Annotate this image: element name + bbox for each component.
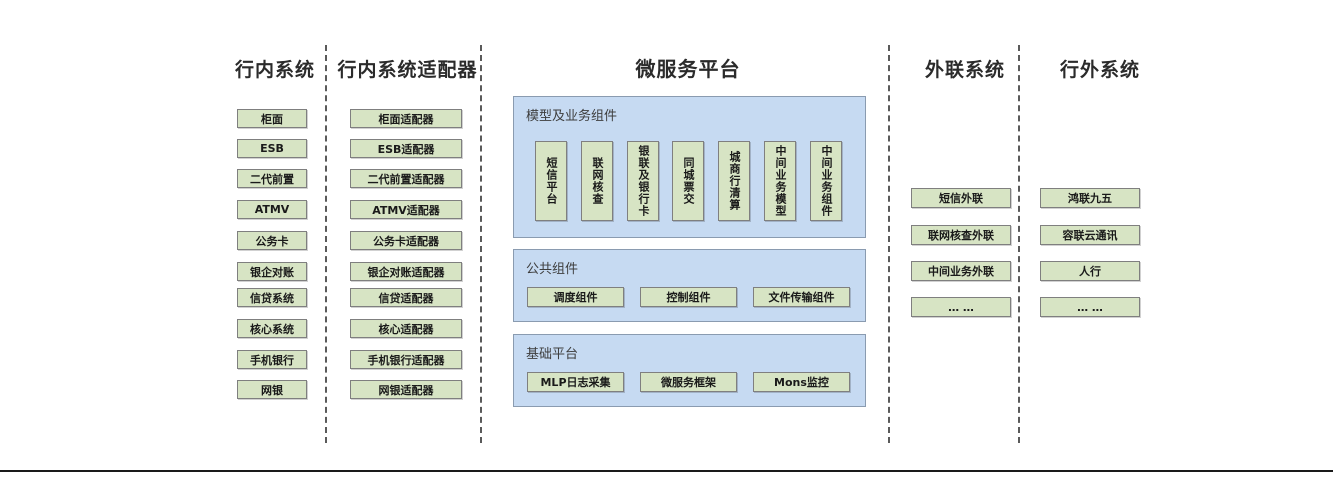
node-outside-bank-system[interactable]: 容联云通讯 [1040, 225, 1140, 245]
node-model-component[interactable]: 短信平台 [535, 141, 567, 221]
node-public-component[interactable]: 调度组件 [527, 287, 624, 307]
node-internal-system[interactable]: 二代前置 [237, 169, 307, 188]
node-internal-system[interactable]: 手机银行 [237, 350, 307, 369]
node-internal-system-adapter[interactable]: 公务卡适配器 [350, 231, 462, 250]
node-external-link-system[interactable]: 中间业务外联 [911, 261, 1011, 281]
bottom-divider [0, 470, 1333, 472]
panel-title-public-components: 公共组件 [526, 262, 579, 277]
node-internal-system-adapter[interactable]: 柜面适配器 [350, 109, 462, 128]
node-internal-system-adapter[interactable]: 信贷适配器 [350, 288, 462, 307]
column-title-outside-bank-systems: 行外系统 [1059, 59, 1140, 81]
panel-title-model-business-components: 模型及业务组件 [526, 109, 618, 124]
node-internal-system-adapter[interactable]: 核心适配器 [350, 319, 462, 338]
column-title-internal-systems: 行内系统 [234, 59, 315, 81]
node-internal-system[interactable]: 网银 [237, 380, 307, 399]
column-separator-1 [325, 45, 327, 443]
node-model-component[interactable]: 银联及银行卡 [627, 141, 659, 221]
column-title-external-link-systems: 外联系统 [924, 59, 1005, 81]
node-external-link-system[interactable]: … … [911, 297, 1011, 317]
node-public-component[interactable]: 文件传输组件 [753, 287, 850, 307]
node-internal-system-adapter[interactable]: ESB适配器 [350, 139, 462, 158]
node-model-component[interactable]: 城商行清算 [718, 141, 750, 221]
node-base-platform-component[interactable]: 微服务框架 [640, 372, 737, 392]
node-model-component[interactable]: 中间业务组件 [810, 141, 842, 221]
panel-base-platform: 基础平台 [513, 334, 866, 407]
node-internal-system[interactable]: ATMV [237, 200, 307, 219]
node-public-component[interactable]: 控制组件 [640, 287, 737, 307]
column-title-internal-system-adapters: 行内系统适配器 [337, 59, 478, 81]
node-internal-system-adapter[interactable]: 手机银行适配器 [350, 350, 462, 369]
node-external-link-system[interactable]: 联网核查外联 [911, 225, 1011, 245]
node-outside-bank-system[interactable]: … … [1040, 297, 1140, 317]
node-outside-bank-system[interactable]: 人行 [1040, 261, 1140, 281]
node-internal-system-adapter[interactable]: 二代前置适配器 [350, 169, 462, 188]
node-model-component[interactable]: 同城票交 [672, 141, 704, 221]
column-separator-2 [480, 45, 482, 443]
node-internal-system[interactable]: 柜面 [237, 109, 307, 128]
node-internal-system[interactable]: 核心系统 [237, 319, 307, 338]
node-internal-system-adapter[interactable]: ATMV适配器 [350, 200, 462, 219]
panel-title-base-platform: 基础平台 [526, 347, 579, 362]
node-internal-system[interactable]: 信贷系统 [237, 288, 307, 307]
column-title-microservice-platform: 微服务平台 [635, 57, 741, 81]
node-model-component[interactable]: 联网核查 [581, 141, 613, 221]
node-model-component[interactable]: 中间业务模型 [764, 141, 796, 221]
node-internal-system[interactable]: 银企对账 [237, 262, 307, 281]
node-external-link-system[interactable]: 短信外联 [911, 188, 1011, 208]
node-base-platform-component[interactable]: Mons监控 [753, 372, 850, 392]
node-internal-system-adapter[interactable]: 网银适配器 [350, 380, 462, 399]
panel-public-components: 公共组件 [513, 249, 866, 322]
node-outside-bank-system[interactable]: 鸿联九五 [1040, 188, 1140, 208]
node-base-platform-component[interactable]: MLP日志采集 [527, 372, 624, 392]
node-internal-system[interactable]: ESB [237, 139, 307, 158]
column-separator-3 [888, 45, 890, 443]
node-internal-system[interactable]: 公务卡 [237, 231, 307, 250]
node-internal-system-adapter[interactable]: 银企对账适配器 [350, 262, 462, 281]
column-separator-4 [1018, 45, 1020, 443]
